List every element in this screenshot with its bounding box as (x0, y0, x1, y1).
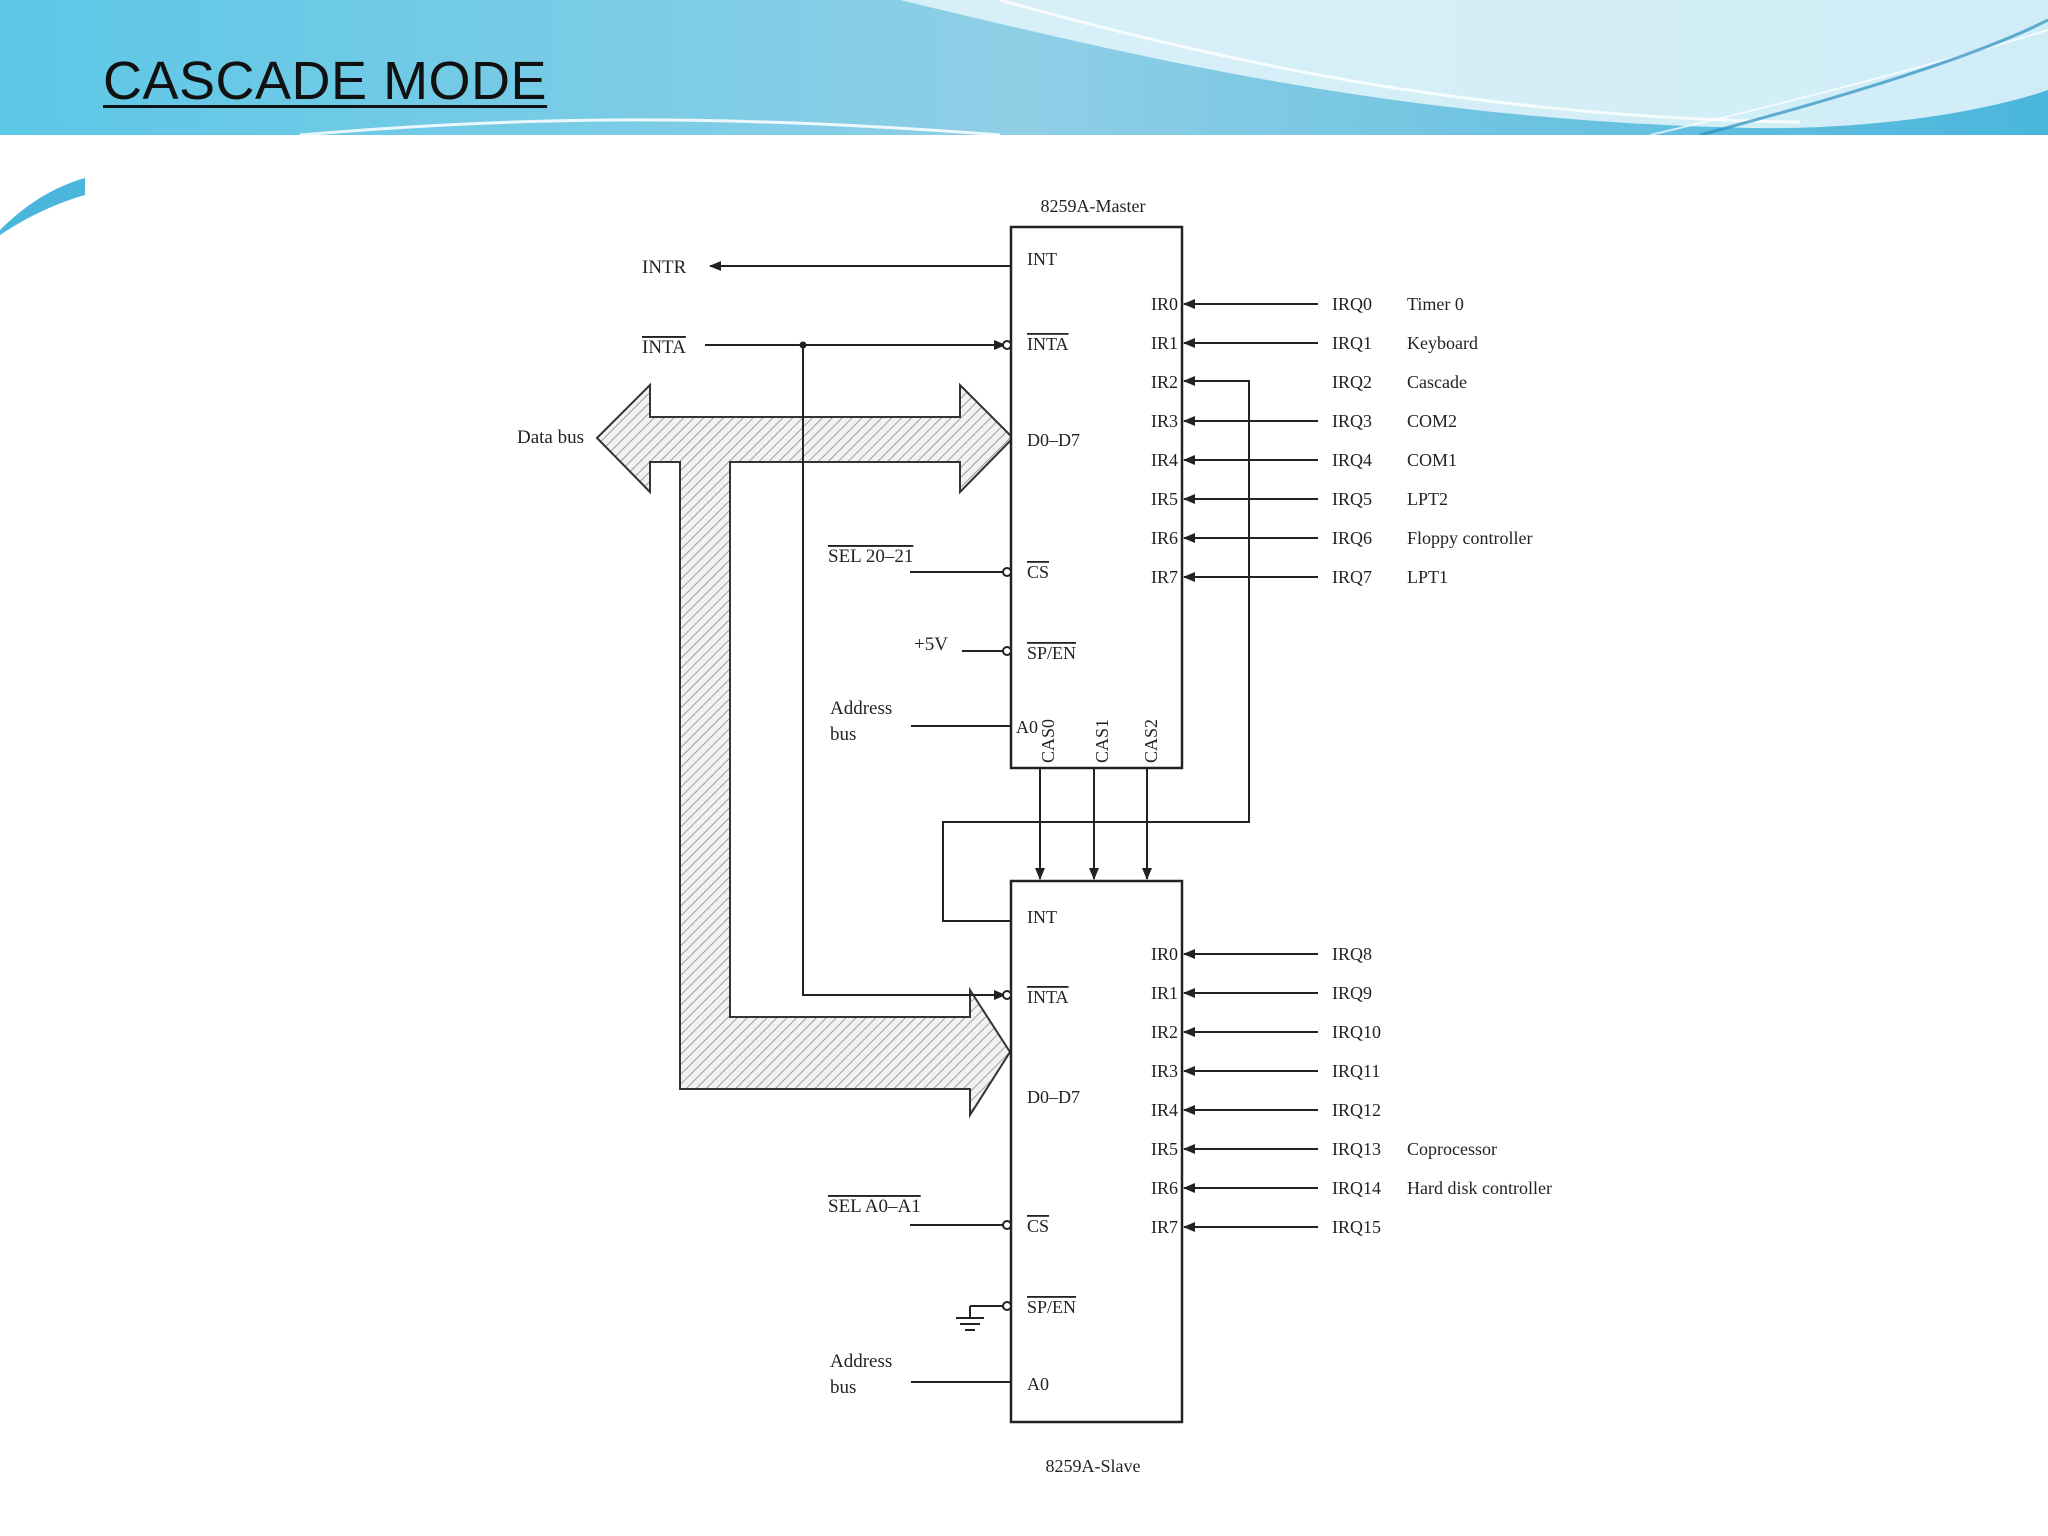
cs-bubble-master (1002, 567, 1012, 577)
master-irq-label: IRQ0 (1332, 294, 1372, 314)
data-bus-label: Data bus (517, 427, 584, 448)
master-irq-label: IRQ7 (1332, 567, 1372, 587)
spen-bubble-slave (1002, 1301, 1012, 1311)
address-label-master: Address (830, 698, 892, 719)
master-device-label: LPT2 (1407, 489, 1448, 509)
master-device-label: Cascade (1407, 372, 1467, 392)
master-device-label: Timer 0 (1407, 294, 1464, 314)
master-irq-label: IRQ1 (1332, 333, 1372, 353)
master-device-label: COM2 (1407, 411, 1457, 431)
slave-ir7-label: IR7 (1151, 1217, 1178, 1237)
slave-ir4-label: IR4 (1151, 1100, 1178, 1120)
master-ir1-label: IR1 (1151, 333, 1178, 353)
content-panel: 8259A-Master INT INTA D0–D7 CS SP/EN A0 … (85, 135, 2000, 1536)
slave-irq-label: IRQ13 (1332, 1139, 1381, 1159)
master-ir7-label: IR7 (1151, 567, 1178, 587)
master-irq-label: IRQ2 (1332, 372, 1372, 392)
master-pin-cs: CS (1027, 562, 1049, 582)
inta-bubble-slave (1002, 990, 1012, 1000)
cascade-diagram: 8259A-Master INT INTA D0–D7 CS SP/EN A0 … (517, 196, 1552, 1476)
ground-icon (956, 1305, 1003, 1331)
master-irq-label: IRQ3 (1332, 411, 1372, 431)
master-ir5-label: IR5 (1151, 489, 1178, 509)
master-label: 8259A-Master (1041, 196, 1146, 216)
slave-irq-label: IRQ11 (1332, 1061, 1380, 1081)
cs-bubble-slave (1002, 1220, 1012, 1230)
master-pin-int: INT (1027, 249, 1057, 269)
spen-bubble-master (1002, 646, 1012, 656)
slave-pin-spen: SP/EN (1027, 1297, 1076, 1317)
bus-label-slave: bus (830, 1377, 856, 1398)
slave-label: 8259A-Slave (1046, 1456, 1141, 1476)
slave-pin-cs: CS (1027, 1216, 1049, 1236)
master-device-label: Keyboard (1407, 333, 1478, 353)
master-ir0-label: IR0 (1151, 294, 1178, 314)
master-chip (1009, 225, 1184, 770)
master-pin-cas0: CAS0 (1038, 719, 1058, 763)
master-irq-label: IRQ4 (1332, 450, 1372, 470)
inta-wire-slave (802, 345, 1006, 1000)
cascade-wire (942, 376, 1250, 922)
slave-pin-int: INT (1027, 907, 1057, 927)
master-ir2-label: IR2 (1151, 372, 1178, 392)
slave-ir3-label: IR3 (1151, 1061, 1178, 1081)
slave-irq-label: IRQ10 (1332, 1022, 1381, 1042)
slave-ir6-label: IR6 (1151, 1178, 1178, 1198)
intr-label: INTR (642, 257, 687, 278)
master-device-label: Floppy controller (1407, 528, 1532, 548)
slave-irq-label: IRQ8 (1332, 944, 1372, 964)
sel-master-label: SEL 20–21 (828, 546, 913, 567)
master-irq-label: IRQ6 (1332, 528, 1372, 548)
header-wave-background (0, 0, 2048, 235)
slave-ir2-label: IR2 (1151, 1022, 1178, 1042)
master-pin-a0: A0 (1016, 717, 1038, 737)
slave-pin-inta: INTA (1027, 987, 1069, 1007)
slave-ir1-label: IR1 (1151, 983, 1178, 1003)
bus-label-master: bus (830, 724, 856, 745)
slide-title: CASCADE MODE (103, 51, 548, 111)
address-label-slave: Address (830, 1351, 892, 1372)
master-device-label: LPT1 (1407, 567, 1448, 587)
slave-ir0-label: IR0 (1151, 944, 1178, 964)
slave-irq-label: IRQ14 (1332, 1178, 1381, 1198)
master-ir3-label: IR3 (1151, 411, 1178, 431)
slave-irq-label: IRQ12 (1332, 1100, 1381, 1120)
master-pin-inta: INTA (1027, 334, 1069, 354)
plus5v-label: +5V (914, 634, 948, 655)
slave-irq-label: IRQ9 (1332, 983, 1372, 1003)
slave-chip (1009, 879, 1184, 1424)
master-pin-cas1: CAS1 (1092, 719, 1112, 763)
inta-label: INTA (642, 337, 686, 358)
slave-ir5-label: IR5 (1151, 1139, 1178, 1159)
slave-device-label: Hard disk controller (1407, 1178, 1552, 1198)
master-ir4-label: IR4 (1151, 450, 1178, 470)
data-bus-arrow (595, 382, 1015, 1119)
master-irq-label: IRQ5 (1332, 489, 1372, 509)
master-pin-cas2: CAS2 (1141, 719, 1161, 763)
master-pin-spen: SP/EN (1027, 643, 1076, 663)
inta-bubble-master (1002, 340, 1012, 350)
sel-slave-label: SEL A0–A1 (828, 1196, 921, 1217)
slave-pin-a0: A0 (1027, 1374, 1049, 1394)
master-ir6-label: IR6 (1151, 528, 1178, 548)
master-pin-d0d7: D0–D7 (1027, 430, 1080, 450)
slave-irq-label: IRQ15 (1332, 1217, 1381, 1237)
slave-device-label: Coprocessor (1407, 1139, 1497, 1159)
master-device-label: COM1 (1407, 450, 1457, 470)
slave-pin-d0d7: D0–D7 (1027, 1087, 1080, 1107)
